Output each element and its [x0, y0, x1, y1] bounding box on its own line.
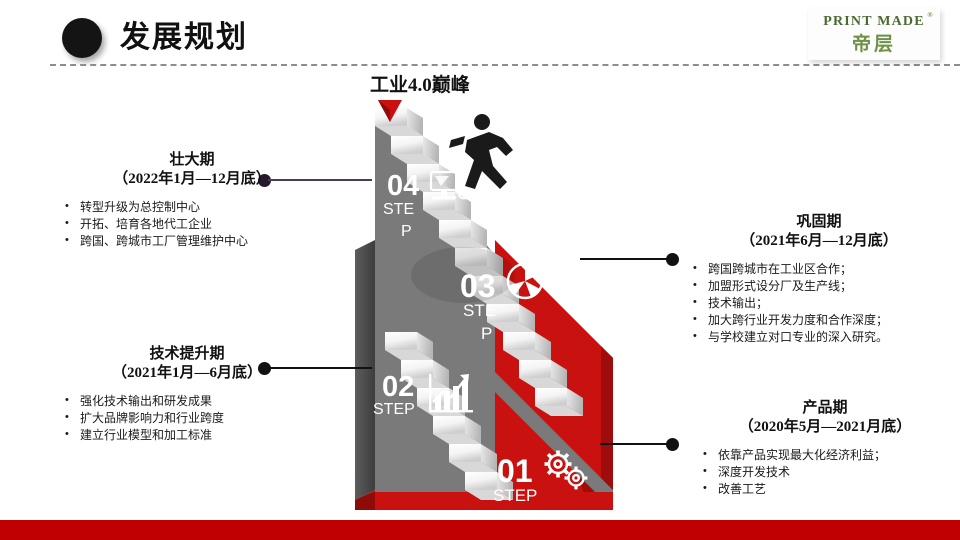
callout-bottom-right: 产品期 （2020年5月—2021月底） 依靠产品实现最大化经济利益； 深度开发…: [700, 398, 950, 498]
svg-text:P: P: [481, 324, 492, 343]
brand-logo: PRINT MADE ® 帝层: [808, 8, 940, 60]
connector-line-bottom-right: [600, 443, 672, 445]
list-item: 跨国、跨城市工厂管理维护中心: [62, 232, 322, 250]
callout-top-left: 壮大期 （2022年1月—12月底） 转型升级为总控制中心 开拓、培育各地代工企…: [62, 150, 322, 250]
stair-side-gray: [355, 240, 375, 500]
connector-dot-top-left: [258, 174, 271, 187]
computer-monitor-icon: [429, 170, 470, 200]
svg-text:STEP: STEP: [373, 401, 415, 418]
header-divider: [50, 64, 960, 66]
step-01-group: 01 STEP: [493, 450, 588, 505]
list-item: 转型升级为总控制中心: [62, 198, 322, 216]
list-item: 强化技术输出和研发成果: [62, 392, 312, 410]
runner-shadow: [411, 247, 515, 303]
stair-base-red-side: [355, 492, 375, 510]
callout-top-left-period: （2022年1月—12月底）: [113, 171, 271, 187]
connector-line-bottom-left: [268, 367, 372, 369]
list-item: 加盟形式设分厂及生产线；: [690, 277, 948, 295]
list-item: 深度开发技术: [700, 463, 950, 481]
step-02-group: 02 STEP: [373, 371, 473, 418]
stair-treads: [375, 108, 583, 500]
red-down-triangle-icon: [378, 100, 402, 122]
callout-bottom-right-bullets: 依靠产品实现最大化经济利益； 深度开发技术 改善工艺: [700, 446, 950, 498]
callout-top-left-title: 壮大期: [169, 151, 215, 168]
callout-bottom-left-bullets: 强化技术输出和研发成果 扩大品牌影响力和行业跨度 建立行业模型和加工标准: [62, 392, 312, 444]
connector-dot-bottom-left: [258, 362, 271, 375]
logo-brand-cn: 帝层: [851, 34, 896, 55]
page-title: 发展规划: [120, 21, 248, 54]
pie-chart-icon: [506, 262, 544, 300]
header-bullet-icon: [62, 18, 102, 58]
svg-text:01: 01: [497, 453, 533, 489]
callout-top-right-title: 巩固期: [796, 213, 842, 230]
svg-text:02: 02: [382, 371, 414, 403]
callout-top-right-bullets: 跨国跨城市在工业区合作； 加盟形式设分厂及生产线； 技术输出； 加大跨行业开发力…: [690, 260, 948, 346]
stair-base-red: [375, 492, 613, 510]
list-item: 加大跨行业开发力度和合作深度；: [690, 311, 948, 329]
step-04-group: 04 STE P: [383, 170, 470, 240]
svg-text:P: P: [401, 223, 412, 240]
callout-top-right: 巩固期 （2021年6月—12月底） 跨国跨城市在工业区合作； 加盟形式设分厂及…: [690, 212, 948, 346]
svg-text:04: 04: [387, 170, 419, 202]
stair-band-red-03-edge: [601, 346, 613, 490]
stairs-peak-label: 工业4.0巅峰: [370, 70, 470, 97]
connector-line-top-left: [268, 179, 372, 181]
callout-bottom-right-title: 产品期: [802, 399, 848, 416]
connector-dot-bottom-right: [666, 438, 679, 451]
callout-bottom-left: 技术提升期 （2021年1月—6月底） 强化技术输出和研发成果 扩大品牌影响力和…: [62, 344, 312, 444]
growth-bar-chart-icon: [429, 374, 473, 413]
staircase-illustration: 04 STE P 03 STE P 02 STEP: [345, 100, 615, 510]
callout-bottom-right-period: （2020年5月—2021月底）: [738, 419, 912, 435]
list-item: 与学校建立对口专业的深入研究。: [690, 328, 948, 346]
footer-bar: [0, 520, 960, 540]
list-item: 建立行业模型和加工标准: [62, 426, 312, 444]
svg-text:STEP: STEP: [493, 486, 537, 505]
callout-bottom-left-title: 技术提升期: [149, 345, 225, 362]
logo-brand-en-text: PRINT MADE: [823, 14, 925, 29]
registered-mark-icon: ®: [927, 11, 934, 19]
list-item: 技术输出；: [690, 294, 948, 312]
logo-brand-en: PRINT MADE ®: [823, 11, 932, 30]
list-item: 改善工艺: [700, 480, 950, 498]
connector-dot-top-right: [666, 253, 679, 266]
svg-text:03: 03: [460, 268, 496, 304]
svg-text:STE: STE: [463, 301, 496, 320]
stairs-peak-label-bold: 工业4.0: [370, 75, 432, 96]
svg-text:STE: STE: [383, 201, 414, 218]
step-03-group: 03 STE P: [460, 262, 544, 343]
list-item: 开拓、培育各地代工企业: [62, 215, 322, 233]
callout-top-left-bullets: 转型升级为总控制中心 开拓、培育各地代工企业 跨国、跨城市工厂管理维护中心: [62, 198, 322, 250]
list-item: 扩大品牌影响力和行业跨度: [62, 409, 312, 427]
gears-icon: [544, 450, 588, 490]
list-item: 跨国跨城市在工业区合作；: [690, 260, 948, 278]
connector-line-top-right: [580, 258, 672, 260]
stairs-peak-label-rest: 巅峰: [431, 75, 470, 96]
callout-top-right-period: （2021年6月—12月底）: [740, 233, 898, 249]
running-person-icon: [449, 114, 513, 189]
callout-bottom-left-period: （2021年1月—6月底）: [111, 365, 262, 381]
list-item: 依靠产品实现最大化经济利益；: [700, 446, 950, 464]
